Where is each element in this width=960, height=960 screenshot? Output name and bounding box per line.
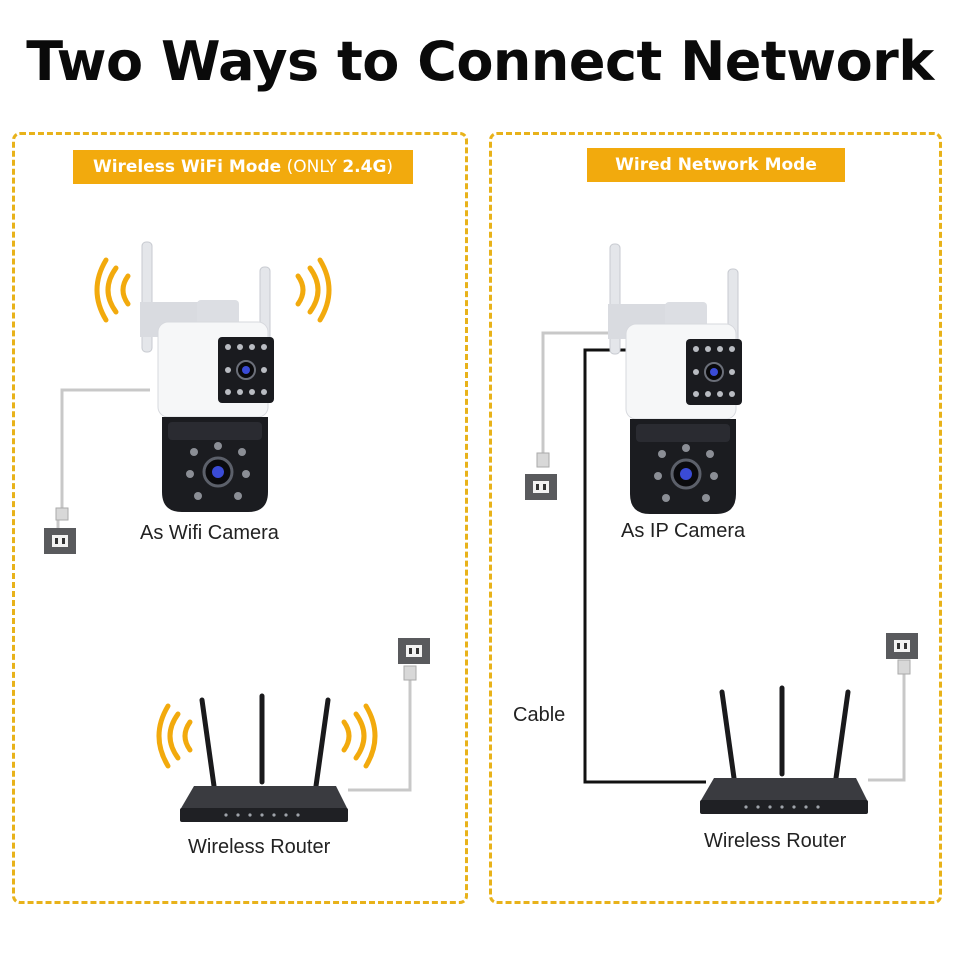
wifi-signal-icon (298, 260, 329, 320)
wireless-mode-note: (ONLY (281, 157, 343, 177)
power-outlet-icon (525, 474, 557, 500)
page-title: Two Ways to Connect Network (26, 30, 934, 93)
power-outlet-icon (398, 638, 430, 664)
power-outlet-icon (44, 528, 76, 554)
wifi-signal-icon (97, 260, 128, 320)
wifi-camera-label: As Wifi Camera (140, 522, 279, 544)
power-outlet-icon (886, 633, 918, 659)
left-router-label: Wireless Router (188, 836, 331, 858)
wireless-mode-note-end: ) (386, 157, 394, 177)
wireless-mode-badge: Wireless WiFi Mode (ONLY 2.4G) (73, 150, 413, 184)
router-icon (180, 696, 348, 822)
wireless-band: 2.4G (342, 157, 387, 177)
camera-icon (138, 240, 276, 514)
wifi-signal-icon (159, 706, 190, 766)
camera-icon (606, 242, 744, 516)
cable-label: Cable (513, 704, 566, 726)
wired-mode-badge: Wired Network Mode (587, 148, 845, 182)
wireless-mode-text: Wireless WiFi Mode (92, 157, 282, 177)
router-icon (700, 688, 868, 814)
wired-mode-panel (489, 132, 942, 904)
wireless-mode-panel (12, 132, 468, 904)
right-router-label: Wireless Router (704, 830, 847, 852)
ip-camera-label: As IP Camera (621, 520, 746, 542)
wifi-signal-icon (344, 706, 375, 766)
